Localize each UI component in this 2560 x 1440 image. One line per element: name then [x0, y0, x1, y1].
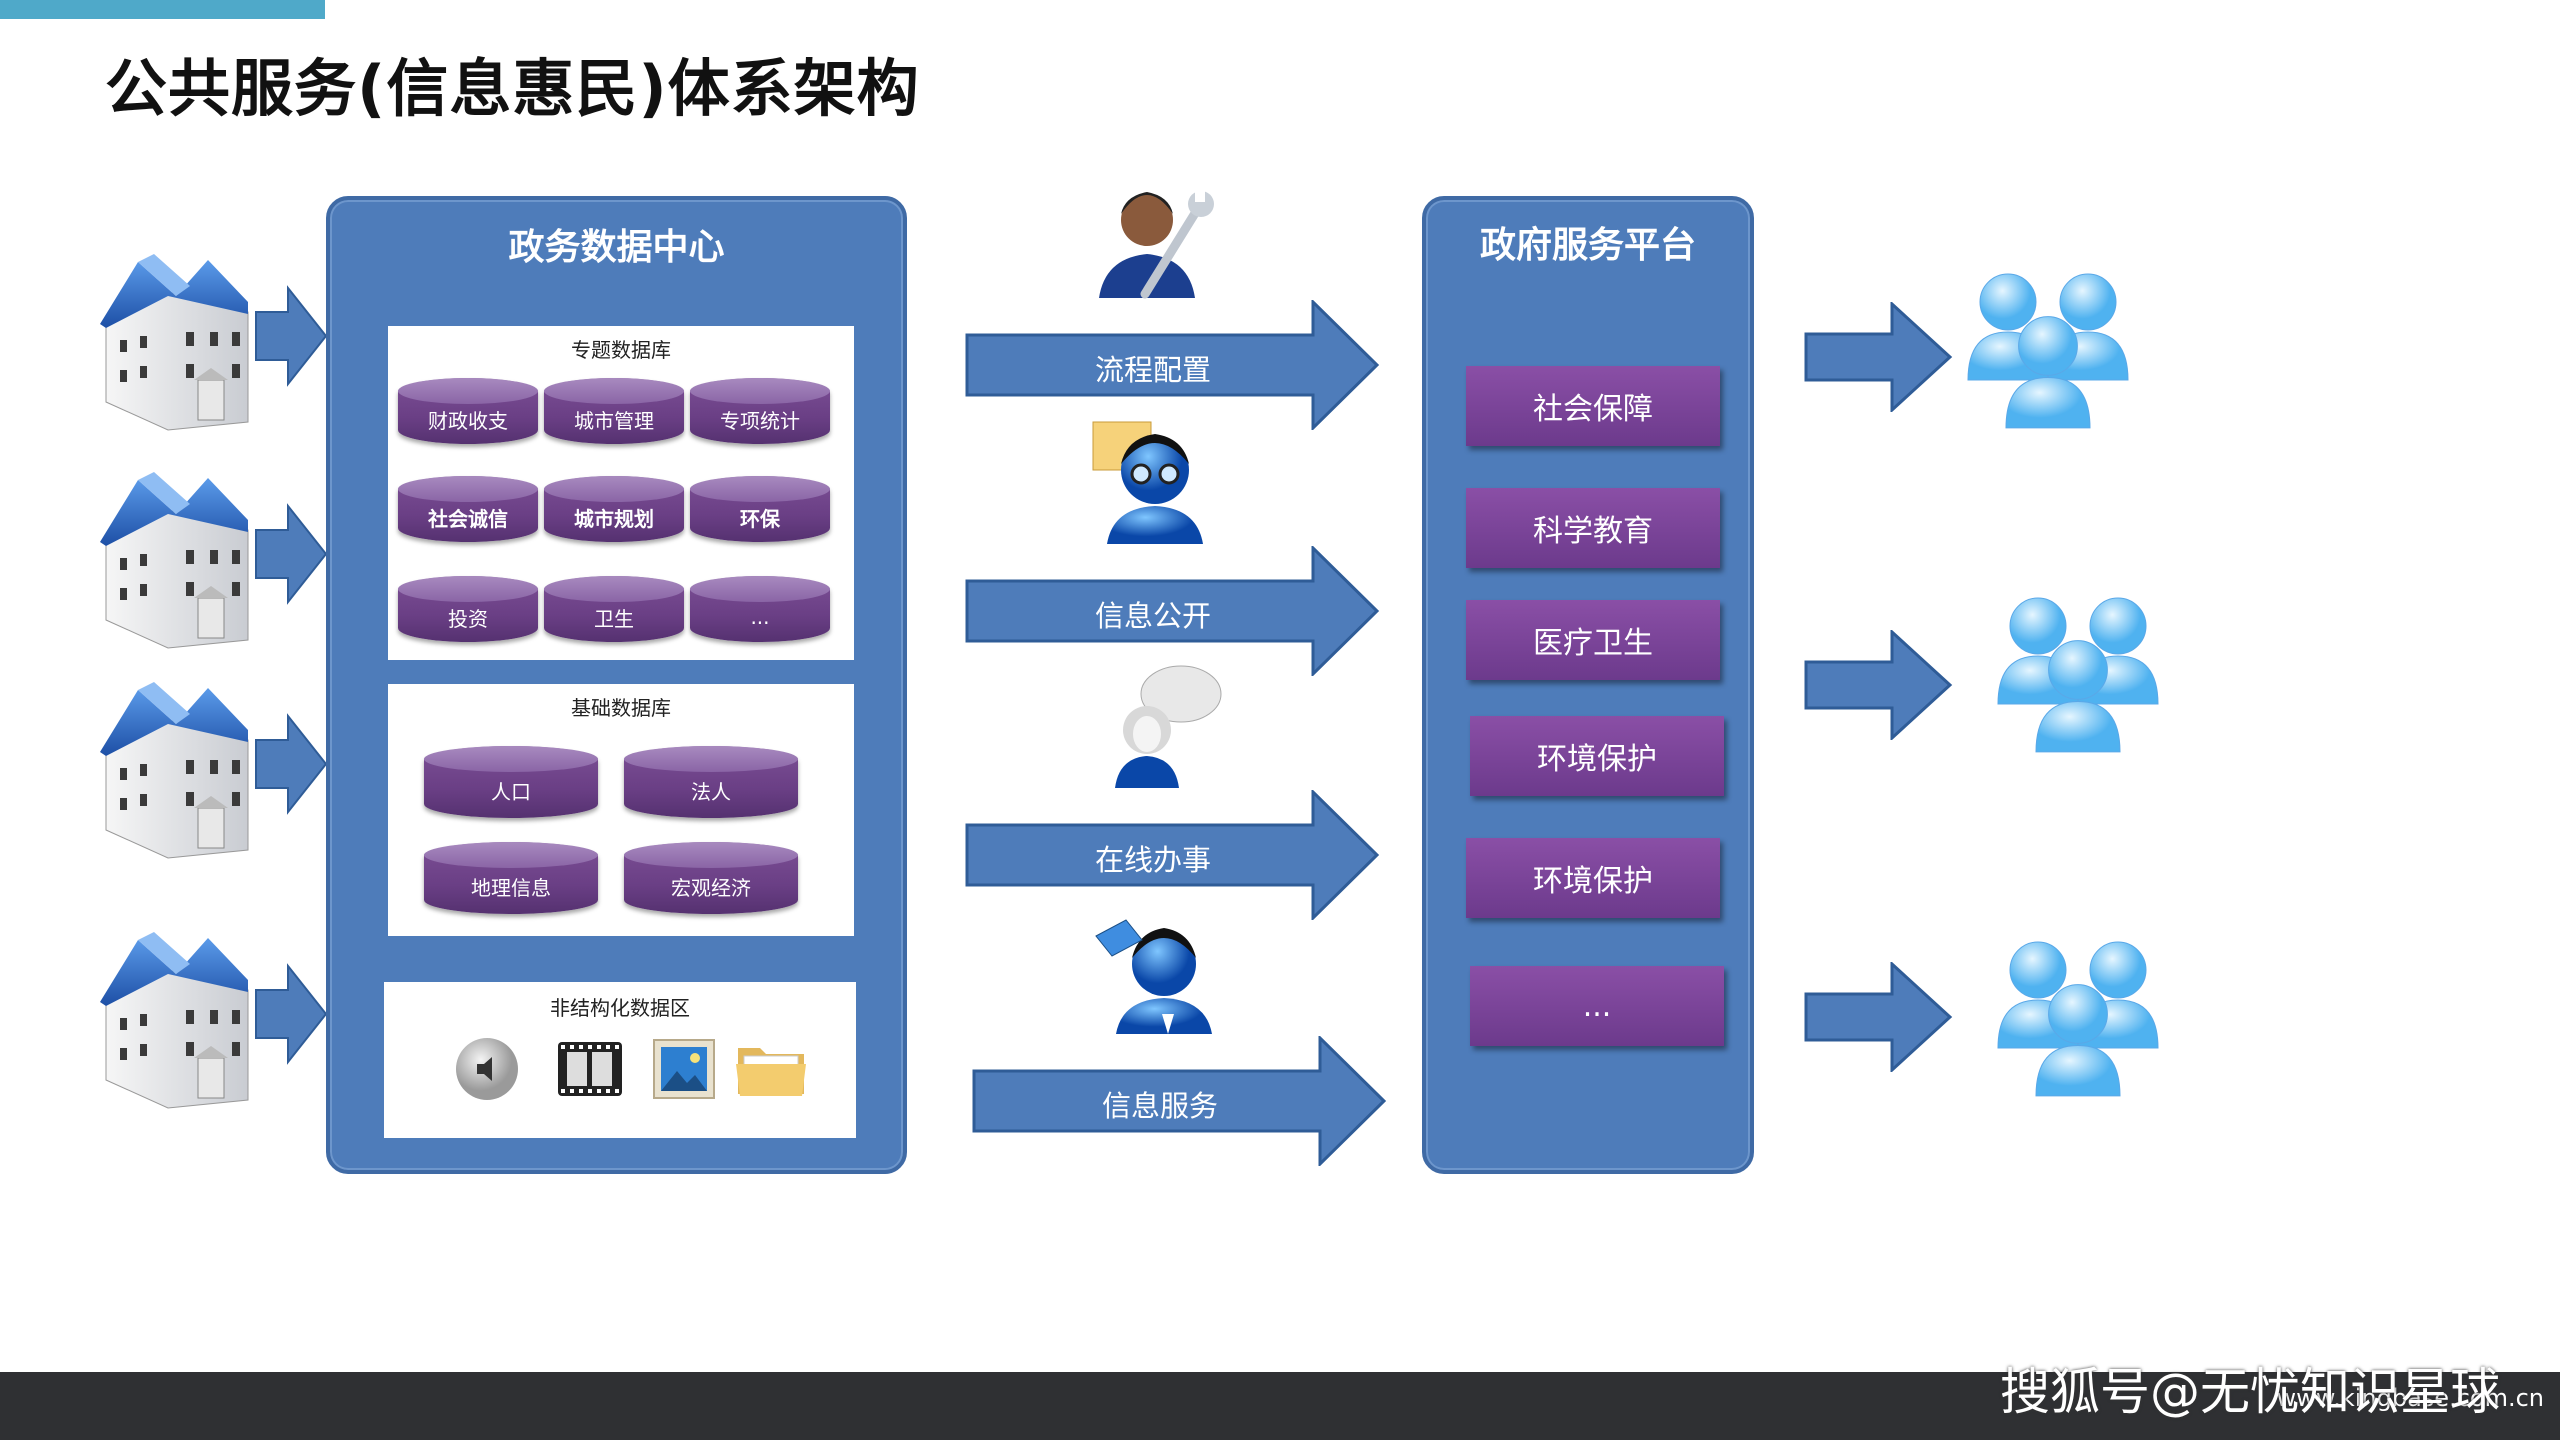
page-title: 公共服务(信息惠民)体系架构 [105, 52, 920, 125]
db-cylinder: 法人 [624, 746, 798, 818]
db-cylinder: 卫生 [544, 576, 684, 642]
output-arrow [1804, 962, 1953, 1072]
output-arrow [1804, 630, 1953, 740]
engineer-wrench-icon [1099, 188, 1214, 299]
flow-arrow [965, 546, 1380, 676]
unstructured-box: 非结构化数据区 [384, 982, 856, 1138]
flow-label: 信息公开 [1095, 599, 1212, 633]
watermark-url: www.kingbase.com.cn [2276, 1384, 2544, 1412]
data-center-panel: 政务数据中心 专题数据库 财政收支 城市管理 专项统计 社会诚信 城市规划 环保… [326, 196, 907, 1174]
speaker-icon [456, 1038, 518, 1100]
watermark: 搜狐号@无忧知识星球 [2000, 1363, 2500, 1421]
online-chat-icon [1115, 665, 1222, 788]
service-platform-panel: 政府服务平台 社会保障 科学教育 医疗卫生 环境保护 环境保护 ... [1422, 196, 1754, 1174]
db-cylinder: 城市规划 [544, 476, 684, 542]
film-icon [558, 1042, 622, 1096]
flow-arrow [972, 1036, 1387, 1166]
db-cylinder: 城市管理 [544, 378, 684, 444]
flow-label: 流程配置 [1095, 353, 1212, 387]
flow-arrow [965, 790, 1380, 920]
building-icon [100, 682, 328, 859]
footer-bar [0, 1372, 2560, 1440]
flow-arrow [965, 300, 1380, 430]
unstructured-title: 非结构化数据区 [550, 996, 690, 1020]
db-cylinder: ... [690, 576, 830, 642]
service-item: 科学教育 [1466, 488, 1720, 568]
service-platform-title: 政府服务平台 [1479, 225, 1696, 266]
building-icon [100, 254, 328, 431]
folder-icon [736, 1048, 806, 1096]
output-arrow [1804, 302, 1953, 412]
flow-label: 信息服务 [1102, 1089, 1219, 1123]
picture-icon [653, 1039, 715, 1099]
thematic-db-title: 专题数据库 [571, 338, 671, 362]
handshake-service-icon [1095, 919, 1212, 1034]
basic-db-box: 基础数据库 人口 法人 地理信息 宏观经济 [388, 684, 854, 936]
service-item: 医疗卫生 [1466, 600, 1720, 680]
db-cylinder: 财政收支 [398, 378, 538, 444]
db-cylinder: 宏观经济 [624, 842, 798, 914]
db-cylinder: 人口 [424, 746, 598, 818]
building-icon [100, 472, 328, 649]
user-group-icon [1997, 597, 2159, 753]
service-item: ... [1470, 966, 1724, 1046]
service-item: 环境保护 [1466, 838, 1720, 918]
thematic-db-box: 专题数据库 财政收支 城市管理 专项统计 社会诚信 城市规划 环保 投资 卫生 … [388, 326, 854, 660]
data-center-title: 政务数据中心 [508, 227, 725, 268]
service-item: 环境保护 [1470, 716, 1724, 796]
accent-bar [0, 0, 325, 19]
building-icon [100, 932, 328, 1109]
user-group-icon [1997, 941, 2159, 1097]
info-reader-icon [1092, 421, 1203, 544]
service-item: 社会保障 [1466, 366, 1720, 446]
db-cylinder: 投资 [398, 576, 538, 642]
db-cylinder: 环保 [690, 476, 830, 542]
basic-db-title: 基础数据库 [571, 696, 671, 720]
db-cylinder: 地理信息 [424, 842, 598, 914]
db-cylinder: 社会诚信 [398, 476, 538, 542]
user-group-icon [1967, 273, 2129, 429]
db-cylinder: 专项统计 [690, 378, 830, 444]
flow-label: 在线办事 [1095, 843, 1212, 877]
